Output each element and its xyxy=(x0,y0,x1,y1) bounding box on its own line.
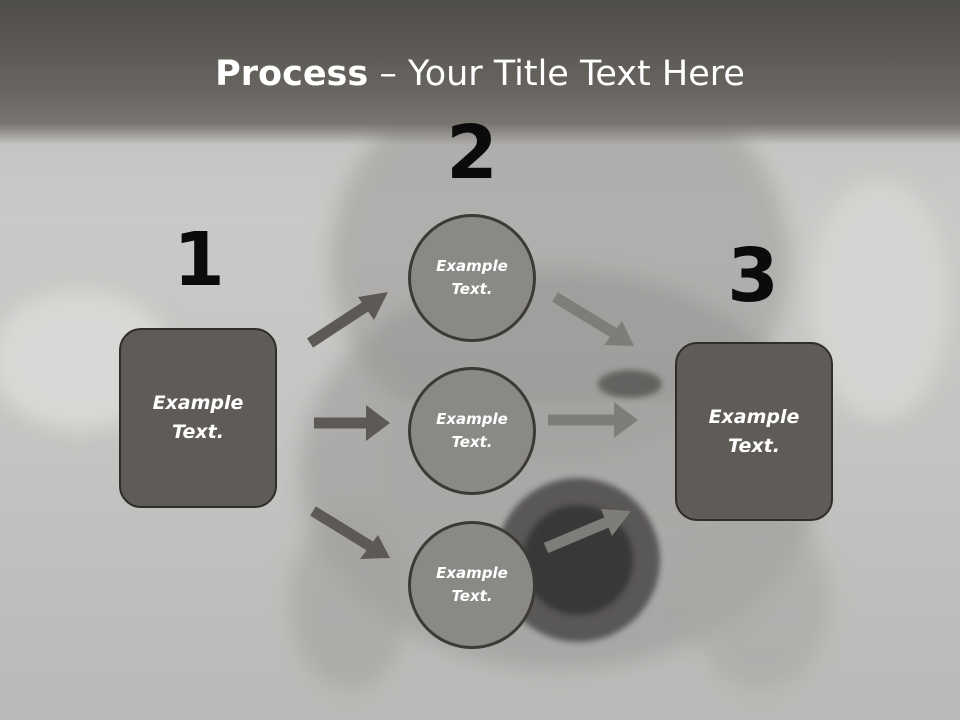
step-1-number: 1 xyxy=(173,217,225,303)
arrow-to-middle-circle xyxy=(314,405,390,441)
arrow-from-top-circle xyxy=(552,292,634,346)
step-3-number: 3 xyxy=(727,233,779,319)
step-1-text: Example Text. xyxy=(152,392,244,443)
step-3-box: Example Text. xyxy=(675,342,833,521)
step-1-box: Example Text. xyxy=(119,328,277,508)
step-2-circle-bottom: Example Text. xyxy=(408,521,536,649)
step-2-number: 2 xyxy=(446,110,498,196)
arrow-to-bottom-circle xyxy=(310,506,390,559)
step-2-circle-middle-text: Example Text. xyxy=(436,410,508,451)
arrow-from-bottom-circle xyxy=(543,509,631,554)
step-2-circle-middle: Example Text. xyxy=(408,367,536,495)
step-2-circle-top-text: Example Text. xyxy=(436,257,508,298)
step-2-circle-bottom-text: Example Text. xyxy=(436,564,508,605)
title-band xyxy=(0,0,960,145)
slide-title: Process – Your Title Text Here xyxy=(0,52,960,96)
step-3-text: Example Text. xyxy=(708,405,800,457)
title-bold: Process xyxy=(215,54,369,94)
title-dash: – xyxy=(368,54,408,94)
step-2-circle-top: Example Text. xyxy=(408,214,536,342)
title-rest: Your Title Text Here xyxy=(407,54,745,94)
arrow-from-middle-circle xyxy=(548,402,638,438)
arrow-to-top-circle xyxy=(306,292,388,348)
